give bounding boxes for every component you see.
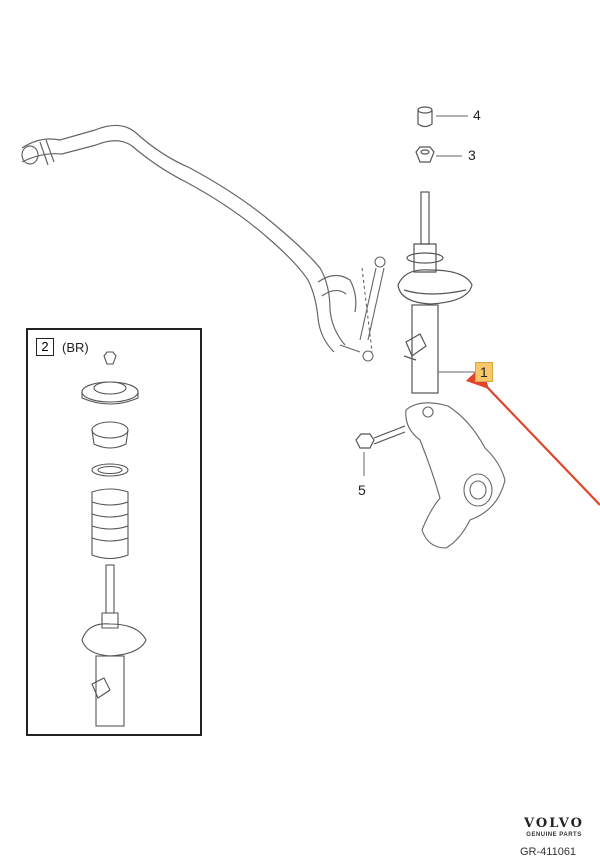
steering-knuckle xyxy=(405,402,506,549)
leader-lines xyxy=(363,115,476,476)
red-pointer-arrow xyxy=(465,365,600,506)
brand-name: VOLVO xyxy=(524,816,584,831)
brand-logo: VOLVO GENUINE PARTS xyxy=(518,816,590,838)
strut-assembly xyxy=(397,191,473,394)
callout-2: 2 xyxy=(36,338,54,356)
diagram-reference: GR-411061 xyxy=(520,846,577,858)
inset-exploded-strut xyxy=(81,351,147,727)
stabilizer-bar xyxy=(21,124,357,353)
brand-subtitle: GENUINE PARTS xyxy=(526,832,582,838)
callout-1: 1 xyxy=(475,362,493,382)
inset-label: (BR) xyxy=(62,340,89,355)
dust-cap xyxy=(417,106,433,128)
inset-panel: 2 (BR) xyxy=(26,328,202,736)
callout-4: 4 xyxy=(473,107,481,123)
callout-3: 3 xyxy=(468,147,476,163)
top-nut xyxy=(415,146,435,163)
stabilizer-link xyxy=(339,256,386,362)
knuckle-bolt xyxy=(355,425,406,449)
callout-5: 5 xyxy=(358,482,366,498)
